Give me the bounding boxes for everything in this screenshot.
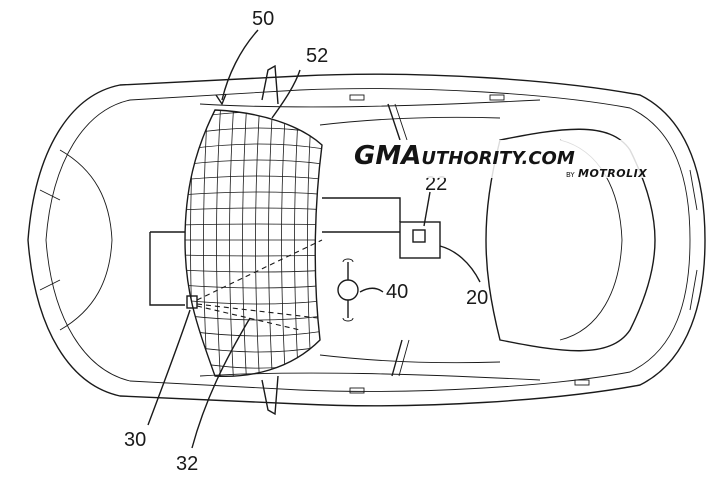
grid-line-vertical — [255, 110, 261, 377]
label-20: 20 — [466, 287, 488, 309]
label-22: 22 — [425, 173, 447, 195]
label-30: 30 — [124, 429, 146, 451]
windshield-grid — [184, 109, 323, 377]
grid-line-vertical — [268, 110, 274, 377]
controller-box — [399, 221, 441, 259]
projector-box — [186, 295, 198, 309]
grid-line-horizontal — [185, 359, 322, 369]
grid-line-horizontal — [185, 175, 322, 181]
reference-numerals: 50 52 22 20 40 30 32 — [124, 8, 488, 475]
car-body — [27, 64, 706, 416]
leader-lines — [147, 29, 481, 449]
display-system — [149, 197, 441, 331]
label-50: 50 — [252, 8, 274, 30]
grid-line-horizontal — [185, 143, 322, 151]
grid-line-horizontal — [185, 374, 322, 377]
grid-line-vertical — [242, 110, 248, 377]
grid-line-vertical — [281, 110, 287, 377]
label-40: 40 — [386, 281, 408, 303]
grid-line-horizontal — [185, 329, 322, 337]
grid-line-horizontal — [185, 284, 322, 289]
label-52: 52 — [306, 45, 328, 67]
grid-line-vertical — [294, 110, 300, 377]
grid-line-horizontal — [185, 299, 322, 305]
label-32: 32 — [176, 453, 198, 475]
grid-line-vertical — [190, 110, 196, 377]
grid-line-horizontal — [185, 223, 322, 226]
steering-wheel — [337, 258, 359, 322]
watermark-by: BY — [566, 171, 575, 179]
grid-line-vertical — [216, 110, 222, 377]
grid-line-horizontal — [185, 314, 322, 321]
watermark-brand: MOTROLIX — [578, 167, 647, 180]
grid-line-horizontal — [185, 111, 322, 121]
grid-line-horizontal — [185, 191, 322, 196]
grid-line-horizontal — [185, 207, 322, 211]
grid-line-horizontal — [185, 159, 322, 166]
grid-line-horizontal — [185, 254, 322, 257]
gm-authority-watermark: GMAUTHORITY.COM BY MOTROLIX — [352, 140, 652, 180]
controller-module-box — [412, 229, 426, 243]
watermark-main: GMAUTHORITY.COM — [354, 141, 575, 171]
